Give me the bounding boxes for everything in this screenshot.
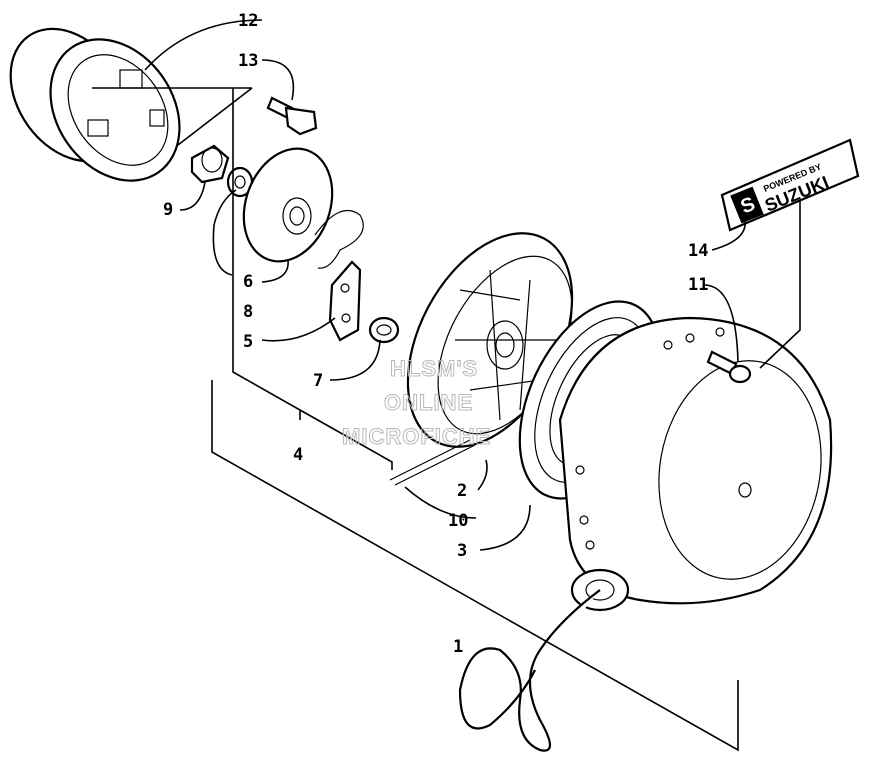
callout-11: 11 — [688, 275, 708, 295]
callout-10: 10 — [448, 511, 468, 531]
suzuki-decal-part: S POWERED BY SUZUKI — [720, 138, 860, 232]
callout-9: 9 — [163, 200, 173, 220]
bolt-part — [266, 96, 318, 136]
callout-1: 1 — [453, 637, 463, 657]
callout-2: 2 — [457, 481, 467, 501]
callout-12: 12 — [238, 11, 258, 31]
starter-cup-part — [9, 27, 181, 182]
callout-6: 6 — [243, 272, 253, 292]
nut-part — [190, 144, 230, 184]
callout-5: 5 — [243, 332, 253, 352]
screw-part — [706, 350, 752, 384]
bushing-part — [368, 316, 400, 344]
starter-case-part — [558, 316, 833, 612]
starter-rope-part — [389, 439, 601, 752]
drive-plate-part — [242, 147, 364, 269]
watermark-line-1: HLSM'S — [390, 356, 478, 381]
pawl-part — [328, 260, 362, 342]
callout-7: 7 — [313, 371, 323, 391]
watermark-line-3: MICROFICHE — [342, 424, 491, 449]
callout-14: 14 — [688, 241, 708, 261]
callout-4: 4 — [293, 445, 303, 465]
callout-13: 13 — [238, 51, 258, 71]
watermark: HLSM'S ONLINE MICROFICHE — [342, 356, 491, 450]
leader-lines — [92, 19, 801, 752]
callout-3: 3 — [457, 541, 467, 561]
watermark-line-2: ONLINE — [384, 390, 473, 415]
callout-8: 8 — [243, 302, 253, 322]
